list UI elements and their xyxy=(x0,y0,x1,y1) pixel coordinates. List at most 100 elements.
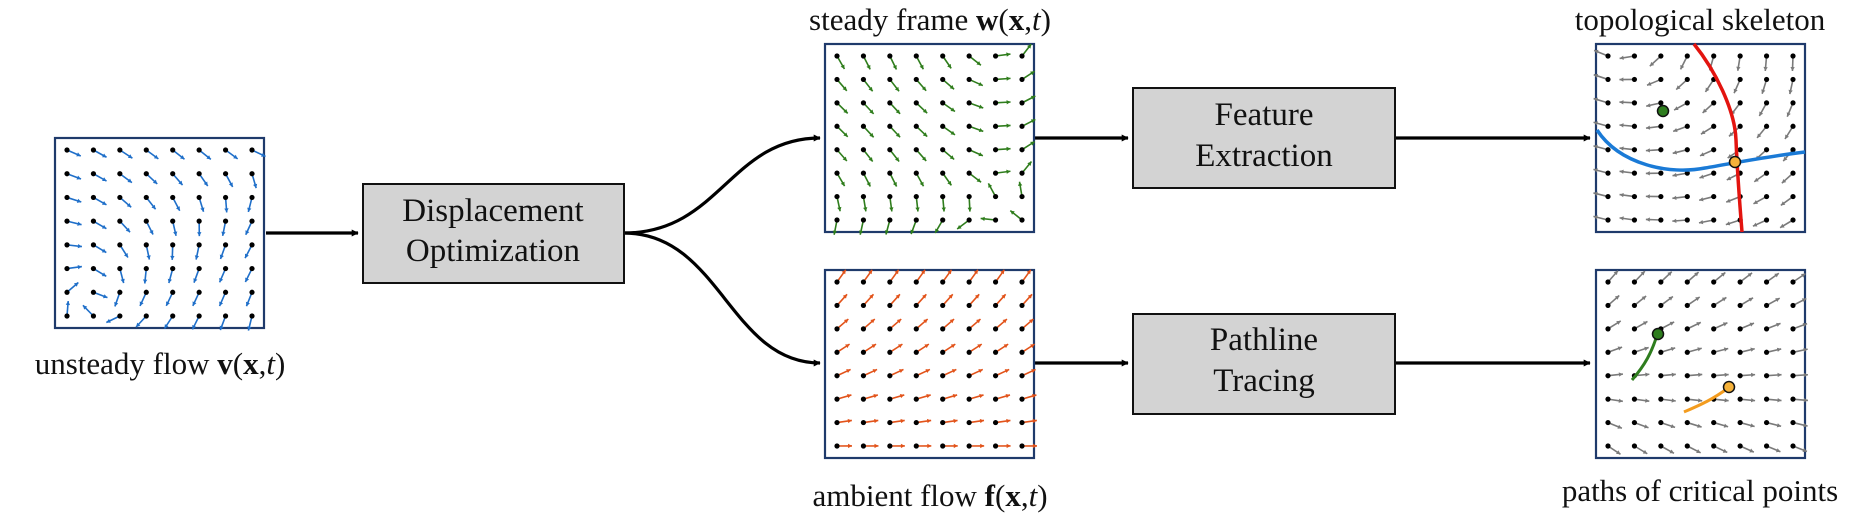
glyph-head xyxy=(1698,372,1703,377)
glyph-head xyxy=(1616,320,1621,325)
glyph-seed-dot xyxy=(1605,76,1611,83)
glyph-head xyxy=(869,109,874,114)
glyph-seed-dot xyxy=(1737,53,1743,59)
glyph-head xyxy=(114,301,119,307)
glyph-head xyxy=(233,154,238,159)
glyph-seed-dot xyxy=(170,313,176,319)
glyph-head xyxy=(843,319,849,324)
glyph-seed-dot xyxy=(1711,326,1717,332)
glyph-head xyxy=(895,109,901,114)
glyph-seed-dot xyxy=(222,313,229,319)
glyph-head xyxy=(1001,294,1006,299)
glyph-seed-dot xyxy=(1763,217,1770,223)
glyph-head xyxy=(1783,156,1788,162)
glyph-head xyxy=(1753,200,1758,204)
glyph-head xyxy=(976,61,981,66)
glyph-seed-dot xyxy=(860,217,867,223)
glyph-head xyxy=(1593,121,1598,126)
glyph-seed-dot xyxy=(913,170,919,176)
glyph-seed-dot xyxy=(1019,302,1025,309)
glyph-seed-dot xyxy=(1019,279,1025,285)
glyph-head xyxy=(1641,296,1647,301)
glyph-seed-dot xyxy=(940,373,946,379)
glyph-seed-dot xyxy=(940,76,946,83)
glyph-seed-dot xyxy=(1605,302,1611,309)
glyph-seed-dot xyxy=(1684,349,1690,355)
glyph-seed-dot xyxy=(834,396,840,402)
glyph-seed-dot xyxy=(1711,279,1717,285)
glyph-seed-dot xyxy=(90,265,97,272)
glyph-head xyxy=(192,301,197,306)
glyph-seed-dot xyxy=(1790,349,1796,355)
glyph-head xyxy=(76,175,82,180)
glyph-seed-dot xyxy=(834,123,840,129)
glyph-seed-dot xyxy=(1737,147,1743,153)
glyph-seed-dot xyxy=(1763,279,1770,285)
glyph-head xyxy=(77,264,82,270)
glyph-head xyxy=(125,227,131,233)
glyph-head xyxy=(1749,322,1754,327)
glyph-seed-dot xyxy=(1711,53,1717,59)
glyph-head xyxy=(82,305,88,310)
glyph-head xyxy=(1759,111,1764,117)
caption-steady-frame: steady frame w(x,t) xyxy=(809,2,1051,37)
glyph-seed-dot xyxy=(834,326,840,332)
glyph-head xyxy=(845,344,850,349)
glyph-head xyxy=(1669,449,1674,454)
glyph-head xyxy=(1800,273,1806,278)
glyph-head xyxy=(1761,89,1766,94)
glyph-head xyxy=(1006,76,1011,81)
glyph-seed-dot xyxy=(143,265,149,272)
glyph-head xyxy=(1026,269,1031,275)
glyph-head xyxy=(1698,398,1703,403)
glyph-head xyxy=(1006,418,1011,424)
glyph-head xyxy=(139,301,144,306)
glyph-head xyxy=(1776,347,1782,352)
glyph-head xyxy=(957,224,962,230)
glyph-seed-dot xyxy=(1684,419,1690,426)
glyph-seed-dot xyxy=(834,419,840,426)
glyph-head xyxy=(952,393,958,399)
glyph-seed-dot xyxy=(1790,396,1796,402)
glyph-head xyxy=(978,81,983,86)
glyph-head xyxy=(1032,393,1037,399)
glyph-seed-dot xyxy=(887,302,893,309)
glyph-seed-dot xyxy=(992,279,999,285)
panel-unsteady-flow xyxy=(53,136,266,331)
glyph-seed-dot xyxy=(1763,349,1770,355)
glyph-head xyxy=(988,183,993,188)
glyph-head xyxy=(915,207,920,212)
glyph-head xyxy=(1671,398,1676,403)
glyph-head xyxy=(1776,423,1782,428)
glyph-head xyxy=(1803,423,1808,428)
glyph-head xyxy=(1722,448,1728,453)
glyph-head xyxy=(1803,347,1808,353)
glyph-head xyxy=(978,152,983,157)
glyph-head xyxy=(896,319,902,324)
glyph-head xyxy=(1006,146,1011,152)
glyph-seed-dot xyxy=(940,349,946,355)
glyph-head xyxy=(884,230,890,235)
glyph-head xyxy=(1697,347,1702,352)
glyph-seed-dot xyxy=(992,349,999,355)
glyph-seed-dot xyxy=(913,419,919,426)
glyph-head xyxy=(1033,443,1037,449)
glyph-seed-dot xyxy=(222,265,229,272)
glyph-head xyxy=(1751,372,1756,378)
glyph-seed-dot xyxy=(1605,419,1611,426)
glyph-head xyxy=(1593,97,1599,102)
glyph-seed-dot xyxy=(64,242,70,248)
glyph-head xyxy=(837,206,842,212)
glyph-seed-dot xyxy=(170,194,176,201)
glyph-seed-dot xyxy=(1763,373,1770,379)
glyph-seed-dot xyxy=(940,53,946,59)
glyph-head xyxy=(1645,372,1650,377)
glyph-seed-dot xyxy=(1763,100,1770,106)
glyph-seed-dot xyxy=(992,326,999,332)
glyph-head xyxy=(1617,346,1623,351)
glyph-head xyxy=(976,178,982,183)
glyph-head xyxy=(1030,95,1036,100)
glyph-head xyxy=(102,177,107,182)
glyph-head xyxy=(200,207,205,212)
glyph-seed-dot xyxy=(249,194,255,201)
